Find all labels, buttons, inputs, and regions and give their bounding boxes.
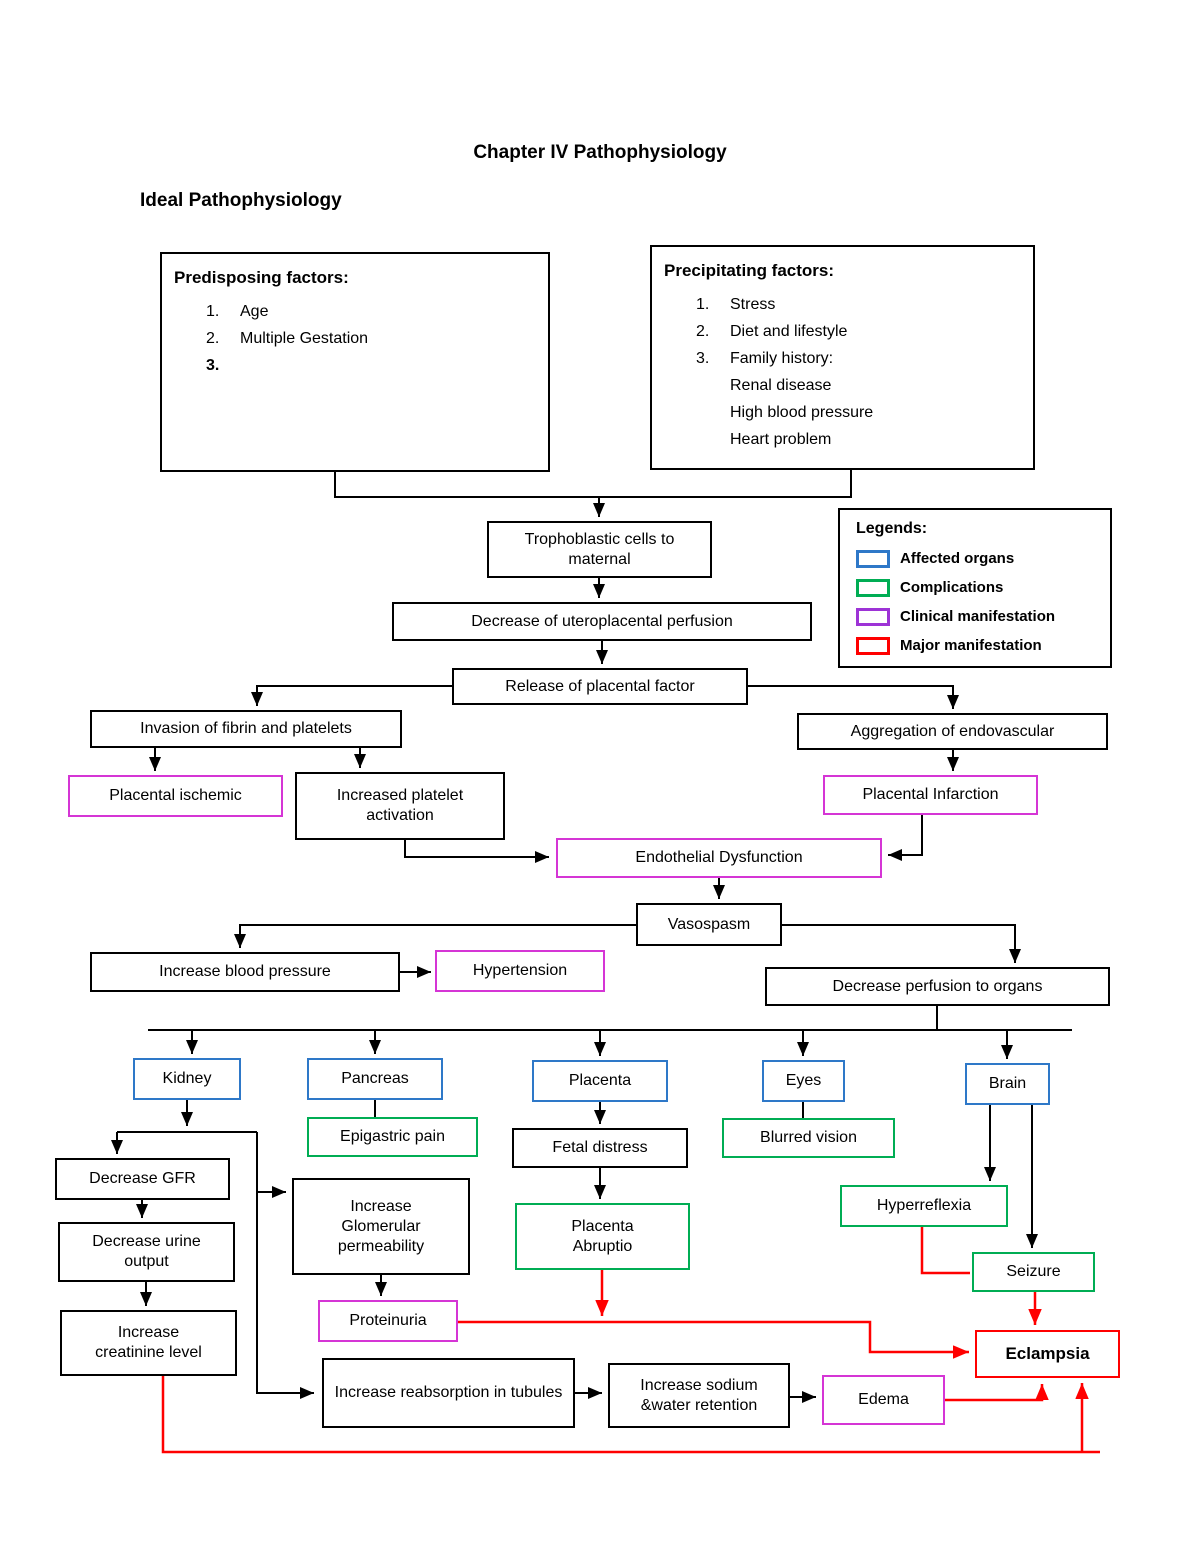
major-manifestation-swatch bbox=[856, 636, 890, 655]
list-item: 3. bbox=[206, 357, 220, 374]
legend-heading: Legends: bbox=[856, 520, 928, 537]
legend-entry: Affected organs bbox=[856, 544, 1110, 573]
node-seizure: Seizure bbox=[972, 1252, 1095, 1292]
node-endothelial-dysfunction: Endothelial Dysfunction bbox=[556, 838, 882, 878]
list-item: 2. Multiple Gestation bbox=[206, 330, 369, 347]
node-increase-creatinine: Increase creatinine level bbox=[60, 1310, 237, 1376]
node-proteinuria: Proteinuria bbox=[318, 1300, 458, 1342]
predisposing-heading: Predisposing factors: bbox=[174, 268, 349, 287]
node-placenta: Placenta bbox=[532, 1060, 668, 1102]
clinical-manifestation-swatch bbox=[856, 607, 890, 626]
list-item: 3. Family history: bbox=[696, 350, 834, 367]
list-item: 1. Age bbox=[206, 303, 269, 320]
page-title: Chapter IV Pathophysiology bbox=[473, 142, 727, 163]
node-glomerular-permeability: Increase Glomerular permeability bbox=[292, 1178, 470, 1275]
node-decrease-perfusion-organs: Decrease perfusion to organs bbox=[765, 967, 1110, 1006]
affected-organs-swatch bbox=[856, 549, 890, 568]
node-invasion-fibrin-platelets: Invasion of fibrin and platelets bbox=[90, 710, 402, 748]
node-fetal-distress: Fetal distress bbox=[512, 1128, 688, 1168]
node-epigastric-pain: Epigastric pain bbox=[307, 1117, 478, 1157]
node-blurred-vision: Blurred vision bbox=[722, 1118, 895, 1158]
node-increase-blood-pressure: Increase blood pressure bbox=[90, 952, 400, 992]
node-eclampsia: Eclampsia bbox=[975, 1330, 1120, 1378]
list-item: 2. Diet and lifestyle bbox=[696, 323, 848, 340]
list-item: 1. Stress bbox=[696, 296, 776, 313]
section-title: Ideal Pathophysiology bbox=[140, 190, 342, 211]
node-placental-infarction: Placental Infarction bbox=[823, 775, 1038, 815]
node-hypertension: Hypertension bbox=[435, 950, 605, 992]
arrow-vasospasm-to-perfusion bbox=[782, 924, 1021, 963]
arrow-vasospasm-to-bp bbox=[234, 924, 636, 948]
node-brain: Brain bbox=[965, 1063, 1050, 1105]
node-decrease-urine-output: Decrease urine output bbox=[58, 1222, 235, 1282]
list-subitem: High blood pressure bbox=[730, 404, 874, 421]
arrow-proteinuria-to-eclampsia bbox=[458, 1320, 969, 1359]
node-kidney: Kidney bbox=[133, 1058, 241, 1100]
node-placental-ischemic: Placental ischemic bbox=[68, 775, 283, 817]
legend: Legends: Affected organs Complications C… bbox=[838, 508, 1112, 668]
node-aggregation-endovascular: Aggregation of endovascular bbox=[797, 713, 1108, 750]
legend-entry: Complications bbox=[856, 573, 1110, 602]
node-decrease-gfr: Decrease GFR bbox=[55, 1158, 230, 1200]
precipitating-heading: Precipitating factors: bbox=[664, 261, 835, 280]
arrow-release-to-aggregation bbox=[748, 685, 959, 709]
node-placenta-abruptio: Placenta Abruptio bbox=[515, 1203, 690, 1270]
arrow-infarction-to-endothelial bbox=[888, 815, 923, 861]
list-subitem: Heart problem bbox=[730, 431, 832, 448]
node-trophoblastic-cells: Trophoblastic cells to maternal bbox=[487, 521, 712, 578]
list-subitem: Renal disease bbox=[730, 377, 832, 394]
node-platelet-activation: Increased platelet activation bbox=[295, 772, 505, 840]
arrow-edema-to-eclampsia bbox=[945, 1384, 1049, 1402]
connector-factors-join bbox=[334, 470, 852, 498]
predisposing-factors-box: Predisposing factors: 1. Age 2. Multiple… bbox=[160, 252, 550, 472]
legend-entry: Clinical manifestation bbox=[856, 602, 1110, 631]
node-edema: Edema bbox=[822, 1375, 945, 1425]
node-reabsorption-tubules: Increase reabsorption in tubules bbox=[322, 1358, 575, 1428]
node-uteroplacental-perfusion: Decrease of uteroplacental perfusion bbox=[392, 602, 812, 641]
node-release-placental-factor: Release of placental factor bbox=[452, 668, 748, 705]
precipitating-factors-box: Precipitating factors: 1. Stress 2. Diet… bbox=[650, 245, 1035, 470]
complications-swatch bbox=[856, 578, 890, 597]
node-eyes: Eyes bbox=[762, 1060, 845, 1102]
arrow-platelet-to-endothelial bbox=[404, 840, 549, 863]
node-sodium-water-retention: Increase sodium &water retention bbox=[608, 1363, 790, 1428]
node-pancreas: Pancreas bbox=[307, 1058, 443, 1100]
legend-entry: Major manifestation bbox=[856, 631, 1110, 660]
node-vasospasm: Vasospasm bbox=[636, 903, 782, 946]
arrow-release-to-invasion bbox=[251, 685, 452, 706]
connector-hyperreflexia-to-seizure bbox=[920, 1227, 970, 1275]
node-hyperreflexia: Hyperreflexia bbox=[840, 1185, 1008, 1227]
